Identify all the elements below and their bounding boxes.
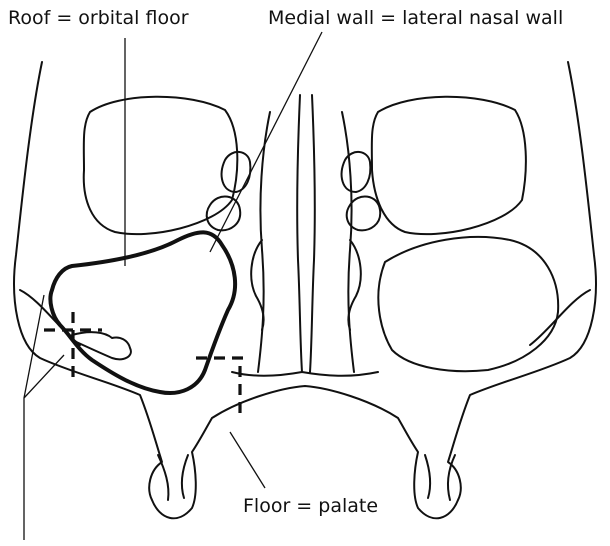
nasal-floor bbox=[231, 371, 379, 377]
ethmoid-cell-right-2 bbox=[345, 195, 382, 232]
leader-floor bbox=[229, 431, 266, 489]
nasal-septum bbox=[296, 94, 316, 373]
ethmoid-cell-left-2 bbox=[205, 195, 242, 232]
turbinate-right bbox=[347, 239, 362, 331]
nasal-cavity-right-wall bbox=[341, 111, 355, 373]
maxillary-sinus-left bbox=[48, 230, 238, 395]
maxillary-sinus-right bbox=[377, 235, 560, 373]
ethmoid-cell-right-1 bbox=[340, 151, 372, 193]
tooth-right bbox=[424, 454, 456, 501]
medial-wall-label: Medial wall = lateral nasal wall bbox=[268, 7, 564, 29]
tooth-left bbox=[157, 454, 189, 501]
ethmoid-cell-left-1 bbox=[220, 151, 252, 193]
leader-medial-wall bbox=[209, 31, 323, 253]
floor-label: Floor = palate bbox=[243, 495, 379, 517]
roof-label: Roof = orbital floor bbox=[8, 7, 189, 29]
orbit-left bbox=[82, 95, 239, 236]
leader-lateral-wall bbox=[23, 294, 65, 540]
nasal-cavity-left-wall bbox=[257, 111, 271, 373]
cheek-inner-right bbox=[529, 289, 591, 346]
turbinate-left bbox=[250, 239, 265, 331]
mucosal-thickening bbox=[71, 331, 132, 361]
outer-skull-contour bbox=[13, 61, 597, 520]
orbit-right bbox=[370, 95, 527, 236]
